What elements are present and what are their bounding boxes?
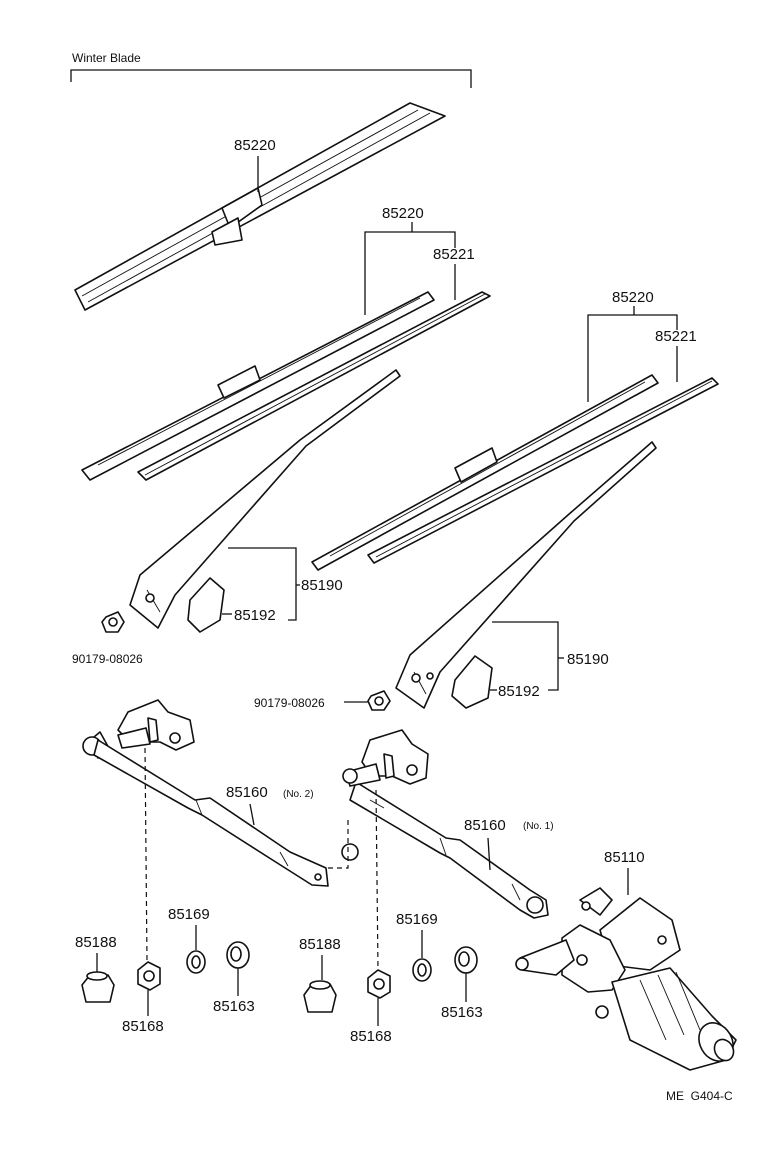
left-wiper-blade [81,291,435,481]
label-85188-left: 85188 [75,934,117,951]
label-85221-left: 85221 [433,246,475,263]
label-85169-right: 85169 [396,911,438,928]
label-85220-right: 85220 [612,289,654,306]
bushing-right [303,980,337,1013]
label-85163-left: 85163 [213,998,255,1015]
linkage-no1 [341,729,549,919]
leader-85190-left [228,547,297,621]
label-nut-right: 90179-08026 [254,696,325,710]
leader-85160-no2 [249,803,255,826]
label-85160-no2-tag: (No. 2) [283,789,314,800]
right-wiper-arm [395,441,657,709]
leader-85190-right [492,621,559,691]
right-wiper-blade [311,374,659,571]
washer-left [186,950,206,974]
leader-85160-no1 [487,837,491,871]
left-wiper-refill [137,291,491,481]
label-85160-no1-tag: (No. 1) [523,821,554,832]
label-85168-right: 85168 [350,1028,392,1045]
leader-85220-right [587,314,678,402]
connector-linkages [328,818,349,869]
seal-right [454,946,478,974]
diagram-code: ME G404-C [666,1089,733,1103]
label-85169-left: 85169 [168,906,210,923]
linkage-no2 [82,699,329,887]
winter-blade-bracket [70,69,472,88]
label-85188-right: 85188 [299,936,341,953]
label-85220-winter: 85220 [234,137,276,154]
left-wiper-arm [129,369,401,629]
label-85163-right: 85163 [441,1004,483,1021]
label-85192-right: 85192 [498,683,540,700]
label-85160-no1: 85160 [464,817,506,834]
dash-right-shaft [375,789,379,971]
seal-left [226,941,250,969]
right-arm-cover [451,655,493,709]
wiper-motor [515,887,737,1071]
bushing-left [81,971,115,1003]
label-85192-left: 85192 [234,607,276,624]
leader-85220-left [364,231,456,315]
label-85221-right: 85221 [655,328,697,345]
nut-bushing-left [137,961,161,991]
right-wiper-refill [367,377,719,564]
winter-blade-title: Winter Blade [72,51,141,65]
label-85190-left: 85190 [301,577,343,594]
washer-right [412,958,432,982]
label-85110: 85110 [604,849,645,866]
nut-bushing-right [367,969,391,999]
label-85220-left: 85220 [382,205,424,222]
label-85190-right: 85190 [567,651,609,668]
left-arm-nut [101,611,125,633]
left-arm-cover [187,577,225,633]
right-arm-nut [367,690,391,711]
label-85168-left: 85168 [122,1018,164,1035]
label-85160-no2: 85160 [226,784,268,801]
winter-blade [74,102,446,311]
label-nut-left: 90179-08026 [72,652,143,666]
